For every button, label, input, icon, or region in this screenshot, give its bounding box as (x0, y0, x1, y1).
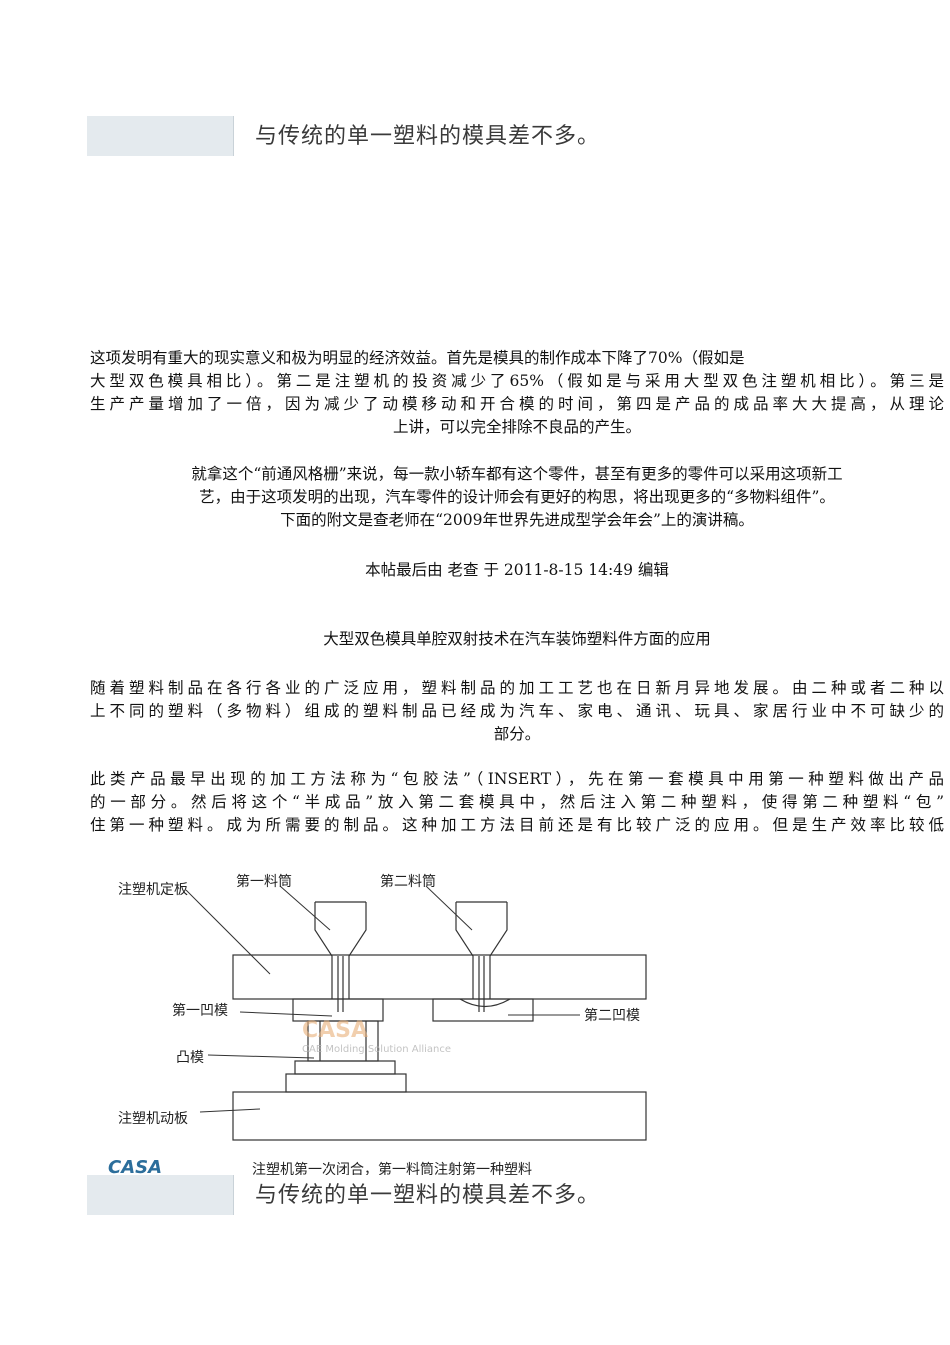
text-line: 住第一种塑料。成为所需要的制品。这种加工方法目前还是有比较广泛的应用。但是生产效… (90, 816, 944, 834)
example-paragraph: 就拿这个“前通风格栅”来说，每一款小轿车都有这个零件，甚至有更多的零件可以采用这… (90, 463, 944, 532)
banner-shade (87, 1175, 233, 1215)
fixed-platen-shape (232, 954, 647, 1000)
watermark-brand: CASA (302, 1018, 368, 1043)
core-base-shape (294, 1060, 396, 1075)
barrel1-right (348, 902, 367, 999)
banner-shade (87, 116, 233, 156)
body-paragraph-2: 此类产品最早出现的加工方法称为“包胶法”（INSERT），先在第一套模具中用第一… (90, 768, 944, 837)
leader-barrel1 (279, 885, 331, 931)
label-fixed-platen: 注塑机定板 (118, 882, 188, 898)
edit-note-text: 本帖最后由 老查 于 2011-8-15 14:49 编辑 (365, 561, 669, 579)
barrel2-left (455, 902, 474, 999)
text-line: 就拿这个“前通风格栅”来说，每一款小轿车都有这个零件，甚至有更多的零件可以采用这… (191, 465, 843, 483)
label-barrel2: 第二料筒 (380, 873, 436, 890)
barrel1-left (314, 902, 333, 999)
edit-note: 本帖最后由 老查 于 2011-8-15 14:49 编辑 (90, 559, 944, 582)
banner-top: 与传统的单一塑料的模具差不多。 (87, 116, 727, 158)
leader-cavity1 (239, 1011, 333, 1017)
intro-paragraph: 这项发明有重大的现实意义和极为明显的经济效益。首先是模具的制作成本下降了70%（… (90, 347, 944, 439)
text-line: 部分。 (493, 725, 541, 743)
barrel2-right (489, 902, 508, 999)
cavity2-shape (432, 998, 534, 1022)
mold-diagram: 注塑机定板 第一料筒 第二料筒 第一凹模 第二凹模 凸模 注塑机动板 CASA … (90, 862, 748, 1175)
banner-divider (233, 1175, 234, 1215)
banner-bottom: 与传统的单一塑料的模具差不多。 (87, 1175, 727, 1217)
leader-core (207, 1054, 315, 1059)
cavity2-part (459, 998, 511, 1008)
moving-platen-shape (232, 1091, 647, 1141)
label-moving-platen: 注塑机动板 (118, 1111, 188, 1127)
text-line: 的一部分。然后将这个“半成品”放入第二套模具中，然后注入第二种塑料，使得第二种塑… (90, 793, 944, 811)
text-line: 此类产品最早出现的加工方法称为“包胶法”（INSERT），先在第一套模具中用第一… (90, 770, 944, 788)
core-support-shape (285, 1073, 407, 1093)
leader-fixed-platen (185, 889, 271, 975)
text-line: 下面的附文是查老师在“2009年世界先进成型学会年会”上的演讲稿。 (280, 511, 754, 529)
label-barrel1: 第一料筒 (236, 873, 292, 890)
label-cavity1: 第一凹模 (172, 1002, 228, 1019)
article-title-text: 大型双色模具单腔双射技术在汽车装饰塑料件方面的应用 (323, 630, 711, 648)
leader-barrel2 (425, 885, 473, 931)
logo-text: CASA (108, 1157, 162, 1175)
banner-text: 与传统的单一塑料的模具差不多。 (255, 1183, 601, 1208)
article-title: 大型双色模具单腔双射技术在汽车装饰塑料件方面的应用 (90, 628, 944, 651)
leader-moving-platen (199, 1108, 261, 1113)
mold-diagram-svg: 注塑机定板 第一料筒 第二料筒 第一凹模 第二凹模 凸模 注塑机动板 CASA … (108, 873, 647, 1175)
text-line: 随着塑料制品在各行各业的广泛应用，塑料制品的加工工艺也在日新月异地发展。由二种或… (90, 679, 944, 697)
text-line: 大型双色模具相比）。第二是注塑机的投资减少了65%（假如是与采用大型双色注塑机相… (90, 372, 944, 390)
text-line: 艺，由于这项发明的出现，汽车零件的设计师会有更好的构思，将出现更多的“多物料组件… (199, 488, 835, 506)
body-paragraph-1: 随着塑料制品在各行各业的广泛应用，塑料制品的加工工艺也在日新月异地发展。由二种或… (90, 677, 944, 746)
banner-divider (233, 116, 234, 156)
text-line: 上讲，可以完全排除不良品的产生。 (392, 418, 641, 436)
watermark-text: CAE Molding Solution Alliance (302, 1044, 451, 1055)
label-core: 凸模 (176, 1050, 204, 1066)
text-line: 这项发明有重大的现实意义和极为明显的经济效益。首先是模具的制作成本下降了70%（… (90, 349, 745, 367)
label-cavity2: 第二凹模 (584, 1007, 640, 1024)
text-line: 生产产量增加了一倍，因为减少了动模移动和开合模的时间，第四是产品的成品率大大提高… (90, 395, 944, 413)
banner-text: 与传统的单一塑料的模具差不多。 (255, 124, 601, 149)
text-line: 上不同的塑料（多物料）组成的塑料制品已经成为汽车、家电、通讯、玩具、家居行业中不… (90, 702, 944, 720)
diagram-caption: 注塑机第一次闭合，第一料筒注射第一种塑料 (252, 1161, 532, 1175)
